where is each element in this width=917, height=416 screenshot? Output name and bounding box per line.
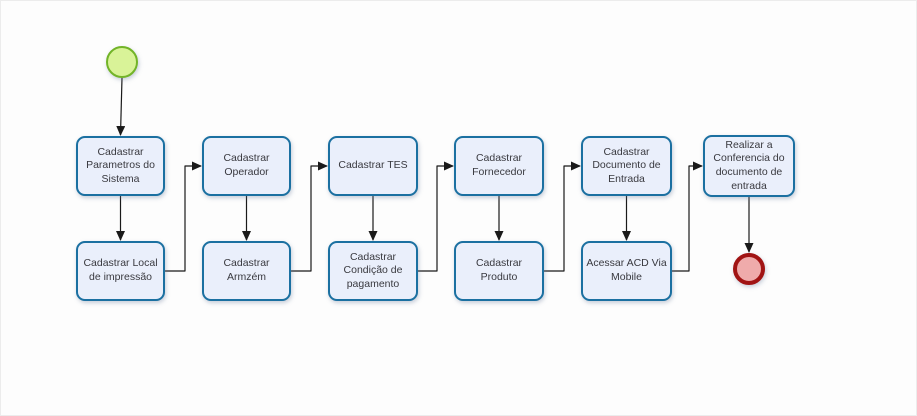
task-label: Cadastrar Operador	[223, 152, 270, 178]
task-cadastrar-tes[interactable]: Cadastrar TES	[328, 136, 418, 196]
task-cadastrar-armzem[interactable]: Cadastrar Armzém	[202, 241, 291, 301]
connector-start-n1	[116, 77, 126, 136]
task-cadastrar-documento-de-entrada[interactable]: Cadastrar Documento de Entrada	[581, 136, 672, 196]
task-label: Cadastrar Parametros do Sistema	[86, 145, 155, 185]
task-label: Cadastrar TES	[338, 159, 408, 172]
connector-n2-n3	[165, 161, 202, 272]
task-label: Acessar ACD Via Mobile	[586, 257, 667, 283]
task-cadastrar-condicao-de-pagamento[interactable]: Cadastrar Condição de pagamento	[328, 241, 418, 301]
connector-n4-n5	[291, 161, 328, 272]
task-label: Cadastrar Fornecedor	[472, 152, 526, 178]
task-cadastrar-produto[interactable]: Cadastrar Produto	[454, 241, 544, 301]
end-event[interactable]	[733, 253, 765, 285]
connector-n6-n7	[418, 161, 454, 272]
task-cadastrar-fornecedor[interactable]: Cadastrar Fornecedor	[454, 136, 544, 196]
task-label: Cadastrar Local de impressão	[83, 257, 158, 283]
start-event[interactable]	[106, 46, 138, 78]
task-label: Cadastrar Produto	[475, 257, 523, 283]
connector-n10-n11	[672, 161, 703, 272]
task-cadastrar-local-de-impressao[interactable]: Cadastrar Local de impressão	[76, 241, 165, 301]
task-cadastrar-parametros-do-sistema[interactable]: Cadastrar Parametros do Sistema	[76, 136, 165, 196]
task-realizar-a-conferencia-do-documento-de-entrada[interactable]: Realizar a Conferencia do documento de e…	[703, 135, 795, 197]
task-label: Cadastrar Armzém	[223, 257, 270, 283]
task-label: Cadastrar Documento de Entrada	[592, 145, 661, 185]
task-cadastrar-operador[interactable]: Cadastrar Operador	[202, 136, 291, 196]
task-acessar-acd-via-mobile[interactable]: Acessar ACD Via Mobile	[581, 241, 672, 301]
connector-n8-n9	[544, 161, 581, 272]
task-label: Cadastrar Condição de pagamento	[343, 250, 403, 290]
task-label: Realizar a Conferencia do documento de e…	[713, 138, 785, 192]
